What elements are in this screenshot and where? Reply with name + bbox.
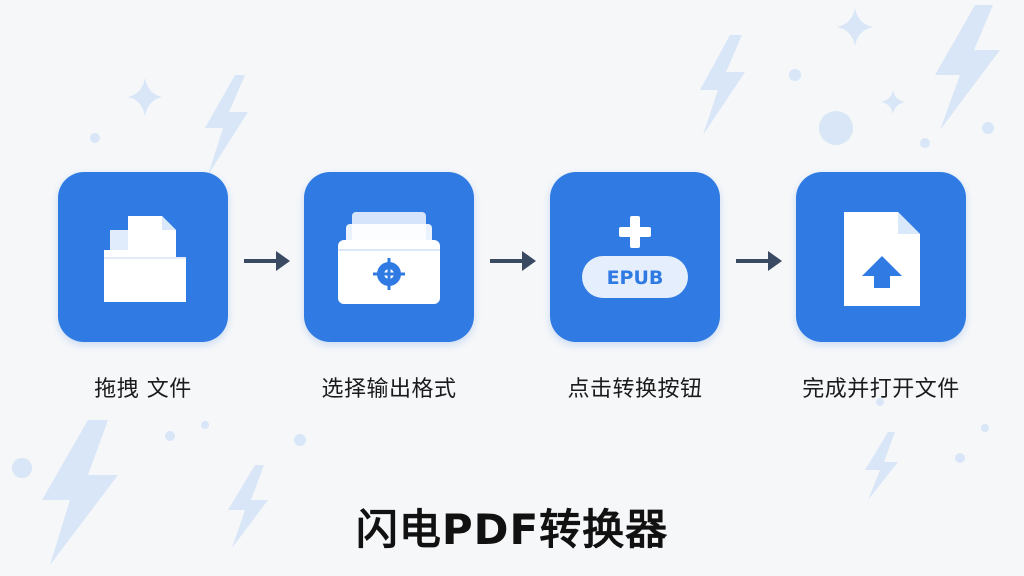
file-box-icon (338, 212, 440, 304)
lightning-bolt-icon (865, 432, 898, 500)
sparkle-icon (128, 78, 162, 116)
format-badge: EPUB (607, 267, 664, 289)
step-label-click-convert: 点击转换按钮 (567, 377, 703, 402)
arrow-right-icon (244, 251, 290, 271)
lightning-bolt-icon (228, 465, 268, 548)
step-label-open-file: 完成并打开文件 (802, 377, 960, 402)
arrow-right-icon (490, 251, 536, 271)
step-label-select-format: 选择输出格式 (321, 377, 457, 402)
lightning-bolt-icon (700, 35, 745, 135)
arrow-right-icon (736, 251, 782, 271)
step-card-open-file (796, 172, 966, 342)
sparkle-icon (837, 8, 873, 46)
lightning-bolt-icon (42, 420, 118, 565)
step-card-select-format (304, 172, 474, 342)
file-open-icon (844, 212, 920, 306)
convert-button-icon: EPUB (582, 216, 688, 298)
step-card-click-convert: EPUB (550, 172, 720, 342)
lightning-bolt-icon (205, 75, 248, 175)
app-title: 闪电PDF转换器 (355, 505, 669, 554)
step-label-drag-file: 拖拽 文件 (94, 377, 192, 402)
step-card-drag-file (58, 172, 228, 342)
lightning-bolt-icon (935, 5, 1000, 130)
sparkle-icon (881, 90, 905, 114)
folder-icon (104, 216, 186, 302)
